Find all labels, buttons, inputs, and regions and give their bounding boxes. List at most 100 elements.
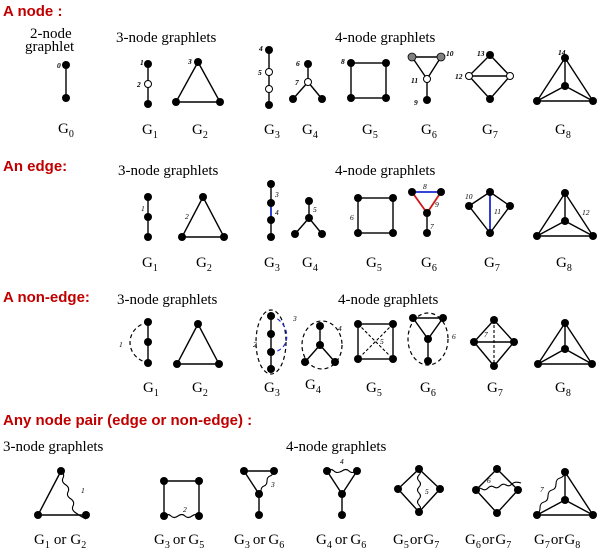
graphlet-label-g4-row2: G4	[302, 255, 318, 274]
graphlet-label-g3-row3: G3	[264, 380, 280, 399]
graphlet-g6-node: 10 11 9	[407, 49, 454, 107]
svg-text:8: 8	[423, 182, 427, 191]
svg-text:6: 6	[487, 476, 491, 485]
graphlet-g5-node: 8	[341, 57, 390, 102]
svg-text:14: 14	[558, 48, 566, 57]
svg-text:12: 12	[582, 208, 590, 217]
graphlet-g7-non-edge: 7	[470, 316, 518, 370]
graphlet-g3-non-edge: 2 3	[253, 309, 297, 375]
label-3node-graphlets-row2: 3-node graphlets	[118, 163, 219, 179]
svg-text:5: 5	[313, 205, 317, 214]
graphlet-label-g8-row3: G8	[555, 380, 571, 399]
graphlet-g5-non-edge: 5	[354, 320, 397, 363]
svg-text:7: 7	[484, 330, 488, 339]
svg-text:5: 5	[380, 337, 384, 346]
graphlet-g1-edge: 1	[141, 193, 152, 241]
graphlet-g1-g2-any-pair: 1	[34, 467, 90, 520]
graphlet-label-g2-row1: G2	[192, 122, 208, 141]
svg-text:6: 6	[350, 213, 354, 222]
graphlet-g3-edge: 3 4	[267, 180, 279, 241]
svg-text:4: 4	[275, 208, 279, 217]
graphlet-g6-g7-any-pair: 6	[472, 465, 522, 517]
section-title-any-node-pair: Any node pair (edge or non-edge) :	[3, 412, 252, 429]
orbit-label: 0	[57, 61, 61, 70]
section-title-non-edge: A non-edge:	[3, 289, 90, 306]
label-3node-graphlets-row1: 3-node graphlets	[116, 30, 217, 46]
graphlet-g4-node: 6 7	[289, 59, 326, 103]
graphlet-g4-g6-any-pair: 4	[323, 457, 361, 519]
graphlet-label-g7-row2: G7	[484, 255, 500, 274]
label-4node-graphlets-row4: 4-node graphlets	[286, 439, 387, 455]
graphlet-label-g7-row3: G7	[487, 380, 503, 399]
graphlet-label-g5-row2: G5	[366, 255, 382, 274]
svg-text:9: 9	[435, 200, 439, 209]
graphlet-g2-node: 3	[172, 57, 224, 106]
section-title-edge: An edge:	[3, 158, 67, 175]
svg-text:11: 11	[411, 76, 418, 85]
svg-text:1: 1	[141, 204, 145, 213]
svg-text:7: 7	[540, 485, 544, 494]
svg-text:10: 10	[446, 49, 454, 58]
graphlet-label-g2-row2: G2	[196, 255, 212, 274]
graphlet-label-g3-row2: G3	[264, 255, 280, 274]
svg-text:9: 9	[414, 98, 418, 107]
graphlet-label-g7-or-g8: G7orG8	[534, 532, 580, 551]
svg-text:5: 5	[258, 68, 262, 77]
svg-text:3: 3	[292, 314, 297, 323]
graphlet-label-g4-row3: G4	[305, 377, 321, 396]
svg-text:13: 13	[477, 49, 485, 58]
svg-text:3: 3	[270, 480, 275, 489]
graphlet-label-g6-row2: G6	[421, 255, 437, 274]
svg-text:12: 12	[455, 72, 463, 81]
svg-text:2: 2	[136, 80, 141, 89]
svg-text:7: 7	[295, 78, 299, 87]
graphlet-g8-node: 14	[533, 48, 597, 105]
graphlet-g7-edge: 10 11	[465, 188, 514, 237]
graphlet-label-g1-row3: G1	[143, 380, 159, 399]
graphlet-label-g4-row1: G4	[302, 122, 318, 141]
svg-text:2: 2	[183, 505, 187, 514]
graphlet-g3-g6-any-pair: 3	[240, 467, 278, 519]
graphlet-label-g8-row2: G8	[556, 255, 572, 274]
graphlet-g3-node: 4 5	[258, 44, 273, 109]
svg-text:1: 1	[81, 486, 85, 495]
graphlet-label-g6-row3: G6	[420, 380, 436, 399]
svg-text:10: 10	[465, 192, 473, 201]
graphlet-g8-edge: 12	[533, 189, 597, 240]
svg-text:1: 1	[140, 58, 144, 67]
graphlet-g2-edge: 2	[178, 193, 228, 241]
graphlet-label-g0: G0	[58, 121, 74, 140]
svg-text:6: 6	[452, 332, 456, 341]
svg-text:4: 4	[258, 44, 263, 53]
graphlet-g3-g5-any-pair: 2	[160, 477, 203, 520]
svg-text:3: 3	[274, 190, 279, 199]
svg-text:5: 5	[425, 487, 429, 496]
graphlet-g6-non-edge: 6	[407, 312, 456, 366]
svg-text:6: 6	[296, 59, 300, 68]
graphlet-label-g6-row1: G6	[421, 122, 437, 141]
graphlet-label-g1-row2: G1	[142, 255, 158, 274]
svg-text:2: 2	[253, 340, 257, 349]
label-4node-graphlets-row2: 4-node graphlets	[335, 163, 436, 179]
graphlet-label-g1-row1: G1	[142, 122, 158, 141]
graphlet-g7-g8-any-pair: 7	[533, 468, 597, 519]
graphlet-g5-edge: 6	[350, 194, 397, 237]
graphlet-g6-edge: 8 9 7	[408, 182, 445, 237]
graphlet-g5-g7-any-pair: 5	[394, 465, 444, 516]
graphlet-label-g5-or-g7: G5orG7	[393, 532, 439, 551]
graphlet-g4-edge: 5	[291, 197, 326, 238]
graphlet-label-g3-row1: G3	[264, 122, 280, 141]
label-4node-graphlets-row1: 4-node graphlets	[335, 30, 436, 46]
svg-text:8: 8	[341, 57, 345, 66]
graphlet-g7-node: 13 12	[455, 49, 514, 103]
graphlet-g2-non-edge	[173, 320, 223, 368]
label-3node-graphlets-row4: 3-node graphlets	[3, 439, 104, 455]
svg-text:11: 11	[494, 207, 501, 216]
graphlet-g4-non-edge: 4	[301, 320, 343, 370]
svg-text:3: 3	[187, 57, 192, 66]
